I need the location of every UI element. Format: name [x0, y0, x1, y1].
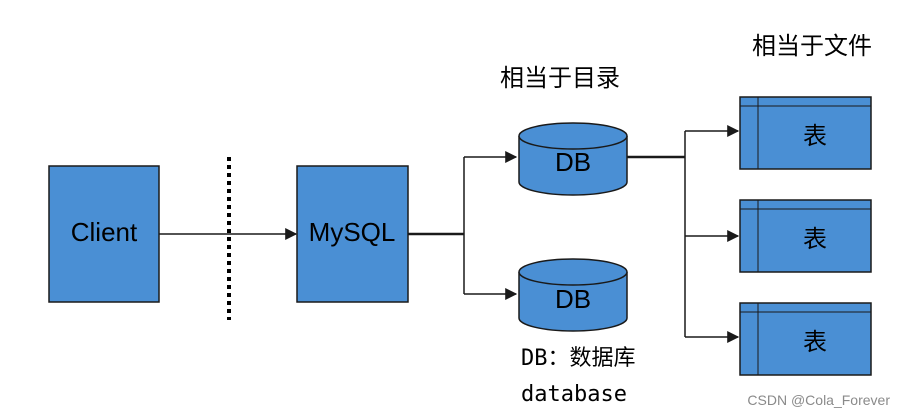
csdn-watermark: CSDN @Cola_Forever	[747, 392, 890, 408]
table-1-label: 表	[803, 122, 827, 150]
table-2-label: 表	[803, 225, 827, 253]
mysql-to-db-connectors	[408, 151, 518, 300]
table-note: 相当于文件	[752, 32, 872, 60]
db-definition-line-2: database	[521, 382, 627, 407]
mysql-box	[296, 165, 409, 303]
client-node: Client	[48, 165, 160, 303]
client-label: Client	[71, 217, 138, 247]
db-cylinder-1: DB	[518, 122, 628, 196]
table-node-2: 表	[739, 199, 872, 273]
db-to-table-connectors	[627, 125, 740, 343]
db-2-label: DB	[555, 284, 591, 314]
db-cylinder-2: DB	[518, 258, 628, 332]
client-box	[48, 165, 160, 303]
db-1-label: DB	[555, 147, 591, 177]
db-definition-line-1: DB：数据库	[521, 346, 636, 371]
table-node-1: 表	[739, 96, 872, 170]
mysql-node: MySQL	[296, 165, 409, 303]
table-3-label: 表	[803, 328, 827, 356]
db-note: 相当于目录	[500, 64, 620, 92]
table-node-3: 表	[739, 302, 872, 376]
mysql-label: MySQL	[309, 217, 396, 247]
